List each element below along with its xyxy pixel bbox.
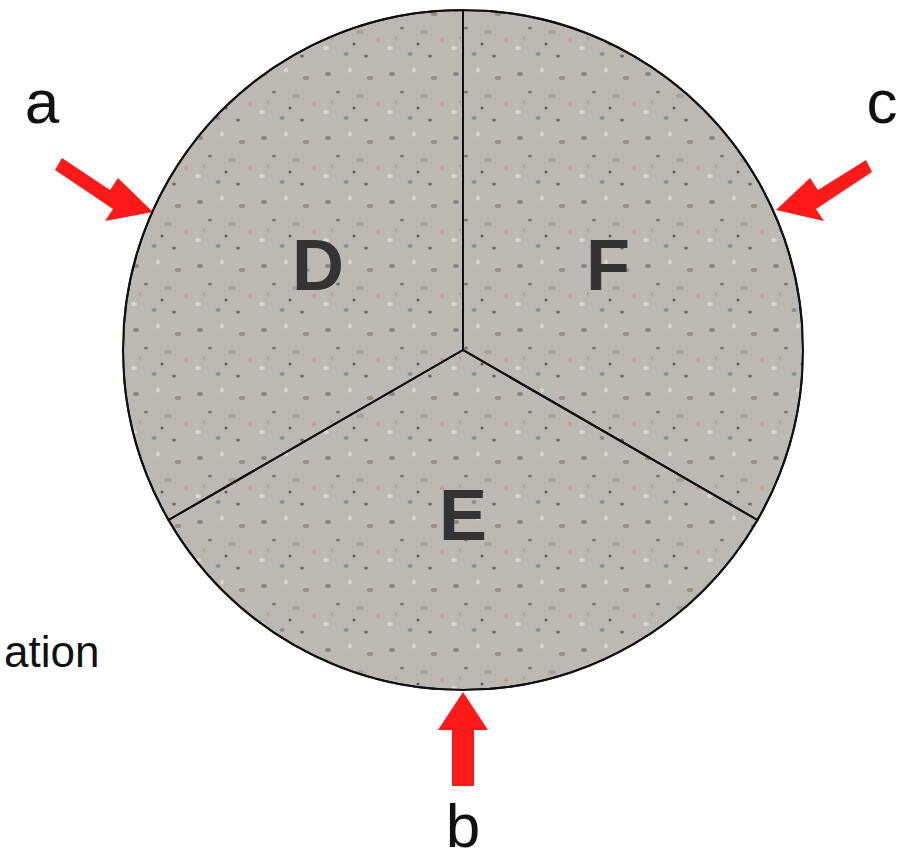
sector-border bbox=[123, 10, 463, 520]
sector-letter: E bbox=[439, 479, 487, 551]
arrow-label: b bbox=[446, 795, 480, 857]
load-arrow bbox=[776, 160, 872, 221]
sector-letter: F bbox=[586, 229, 630, 301]
load-arrow bbox=[55, 158, 153, 221]
concrete-sector: E bbox=[123, 10, 803, 690]
sector-border bbox=[463, 10, 803, 520]
disc-outline bbox=[123, 10, 803, 690]
sector-border bbox=[169, 350, 758, 690]
arrow-label: a bbox=[25, 71, 59, 133]
sector-outline bbox=[123, 10, 803, 690]
sector-letter: D bbox=[292, 229, 344, 301]
slide-text-fragment: ation bbox=[4, 630, 99, 674]
concrete-disc bbox=[123, 10, 803, 690]
arrow-label: c bbox=[867, 71, 898, 133]
load-arrow bbox=[438, 692, 488, 786]
